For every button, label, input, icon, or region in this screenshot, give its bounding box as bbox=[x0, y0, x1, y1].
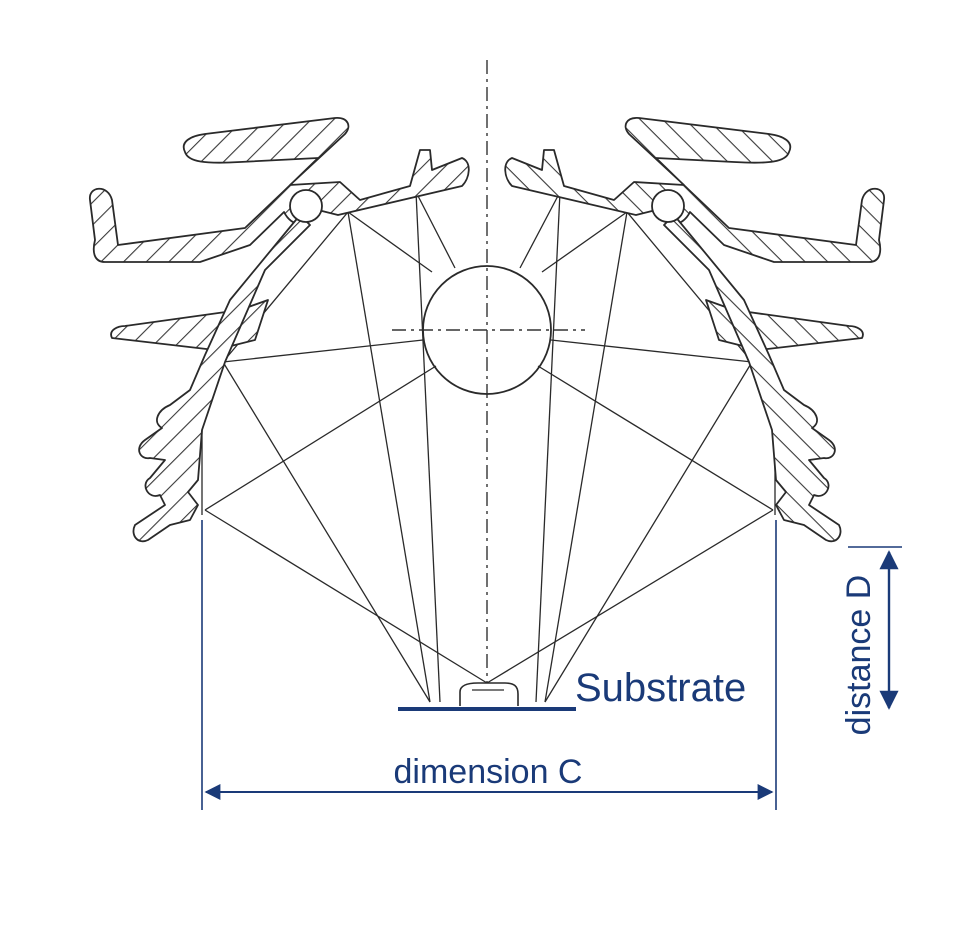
substrate-holder bbox=[459, 682, 519, 706]
right-reflector-profile bbox=[504, 117, 885, 543]
right-pivot-circle bbox=[651, 189, 685, 223]
distance-d-label: distance D bbox=[840, 575, 878, 736]
dimension-c-label: dimension C bbox=[394, 753, 583, 791]
substrate-label: Substrate bbox=[575, 666, 746, 710]
left-reflector-profile bbox=[89, 117, 470, 543]
ray-lines bbox=[201, 191, 776, 703]
left-pivot-circle bbox=[289, 189, 323, 223]
